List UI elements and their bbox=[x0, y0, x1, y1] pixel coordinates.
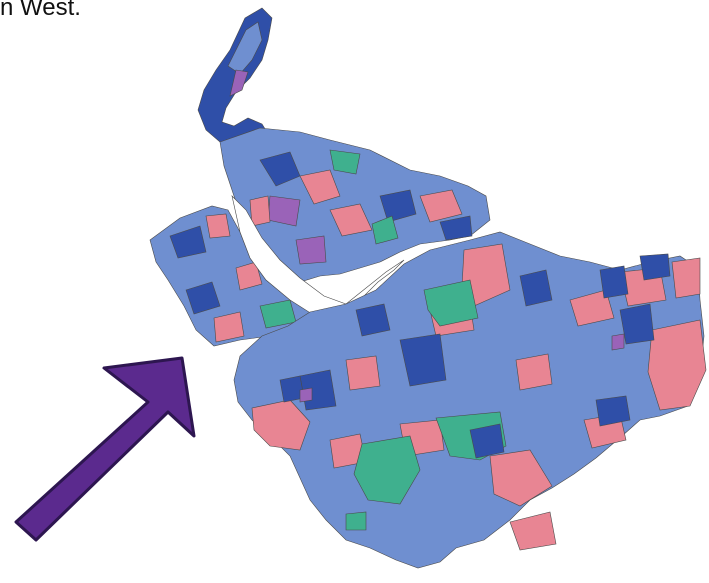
arrow-up-right-icon bbox=[14, 356, 196, 542]
caption-text: n West. bbox=[0, 0, 81, 21]
river-estuary bbox=[231, 195, 405, 315]
map-landmass bbox=[149, 7, 707, 569]
